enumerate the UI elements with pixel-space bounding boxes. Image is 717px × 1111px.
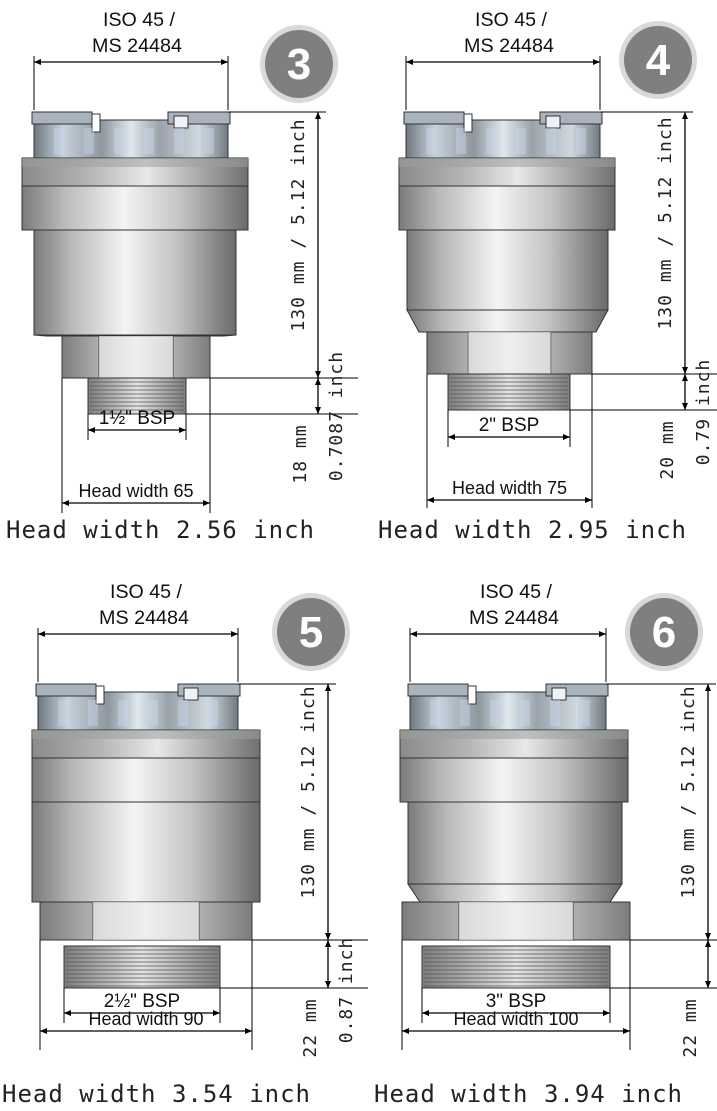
standard-label-line2: MS 24484: [92, 36, 182, 57]
number-badge: [265, 30, 333, 98]
standard-label-line1: ISO 45 /: [475, 10, 548, 31]
head-width-mm-label: Head width 90: [88, 1009, 203, 1029]
sensor-panel-6: ISO 45 / MS 24484 6 130 mm / 5.12 inch 22 mm…: [374, 582, 717, 1108]
badge-number: 6: [652, 608, 676, 657]
hex-nut: [426, 331, 593, 375]
collar-lower: [399, 757, 629, 803]
bsp-thread: [87, 377, 187, 415]
hex-nut: [39, 901, 253, 941]
head-width-mm-label: Head width 65: [78, 481, 193, 501]
housing-body: [31, 801, 261, 903]
head-width-mm-label: Head width 75: [452, 478, 567, 498]
housing-body: [407, 801, 623, 885]
number-badge: [624, 26, 692, 94]
hex-nut: [61, 335, 211, 379]
thread-size-label: 3" BSP: [486, 991, 547, 1012]
bayonet-cap: [407, 683, 609, 731]
housing-body: [33, 229, 237, 336]
standard-label-line2: MS 24484: [464, 36, 554, 57]
standard-label-line1: ISO 45 /: [103, 10, 176, 31]
standard-label-line2: MS 24484: [469, 608, 559, 629]
thread-height-mm: 18 mm: [290, 424, 311, 483]
housing-body: [406, 229, 609, 311]
sensor-panel-4: ISO 45 / MS 24484 4 130 mm / 5.12 inch 20 mm…: [378, 10, 717, 544]
head-width-inch-caption: Head width 3.54 inch: [2, 1080, 311, 1108]
standard-label-line1: ISO 45 /: [110, 582, 183, 603]
thread-size-label: 2½" BSP: [104, 991, 180, 1012]
overall-height-label: 130 mm / 5.12 inch: [678, 685, 699, 898]
thread-size-label: 2" BSP: [479, 415, 540, 436]
thread-height-inch: 0.7087 inch: [326, 351, 347, 481]
thread-height-mm: 20 mm: [657, 420, 678, 479]
overall-height-label: 130 mm / 5.12 inch: [288, 118, 309, 331]
thread-size-label: 1½" BSP: [99, 408, 175, 429]
hex-nut: [401, 901, 631, 941]
standard-label-line1: ISO 45 /: [480, 582, 553, 603]
sensor-panel-5: ISO 45 / MS 24484 5 130 mm / 5.12 inch 22 mm…: [2, 582, 368, 1108]
thread-height-mm: 22 mm: [680, 998, 701, 1057]
sensor-panel-3: ISO 45 / MS 24484 3 130 mm / 5.12 inch 18 mm…: [6, 10, 358, 544]
overall-height-label: 130 mm / 5.12 inch: [655, 116, 676, 329]
head-width-mm-label: Head width 100: [453, 1009, 578, 1029]
bsp-thread: [63, 945, 221, 989]
collar-lower: [31, 757, 261, 803]
number-badge: [277, 598, 345, 666]
collar-lower: [21, 185, 249, 231]
bsp-thread: [421, 945, 611, 989]
number-badge: [630, 598, 698, 666]
collar-lower: [398, 185, 616, 231]
bsp-thread: [447, 373, 571, 411]
head-width-inch-caption: Head width 2.56 inch: [6, 516, 315, 544]
thread-height-inch: 0.87 inch: [336, 937, 357, 1044]
head-width-inch-caption: Head width 2.95 inch: [378, 516, 687, 544]
thread-height-mm: 22 mm: [300, 998, 321, 1057]
head-width-inch-caption: Head width 3.94 inch: [374, 1080, 683, 1108]
housing-taper: [406, 309, 609, 333]
bayonet-cap: [31, 111, 231, 159]
badge-number: 4: [646, 36, 671, 85]
standard-label-line2: MS 24484: [99, 608, 189, 629]
badge-number: 3: [287, 40, 311, 89]
bayonet-cap: [35, 683, 241, 731]
housing-taper: [407, 883, 623, 903]
badge-number: 5: [299, 608, 323, 657]
thread-height-inch: 0.79 inch: [693, 359, 714, 466]
bayonet-cap: [403, 111, 603, 159]
overall-height-label: 130 mm / 5.12 inch: [298, 685, 319, 898]
